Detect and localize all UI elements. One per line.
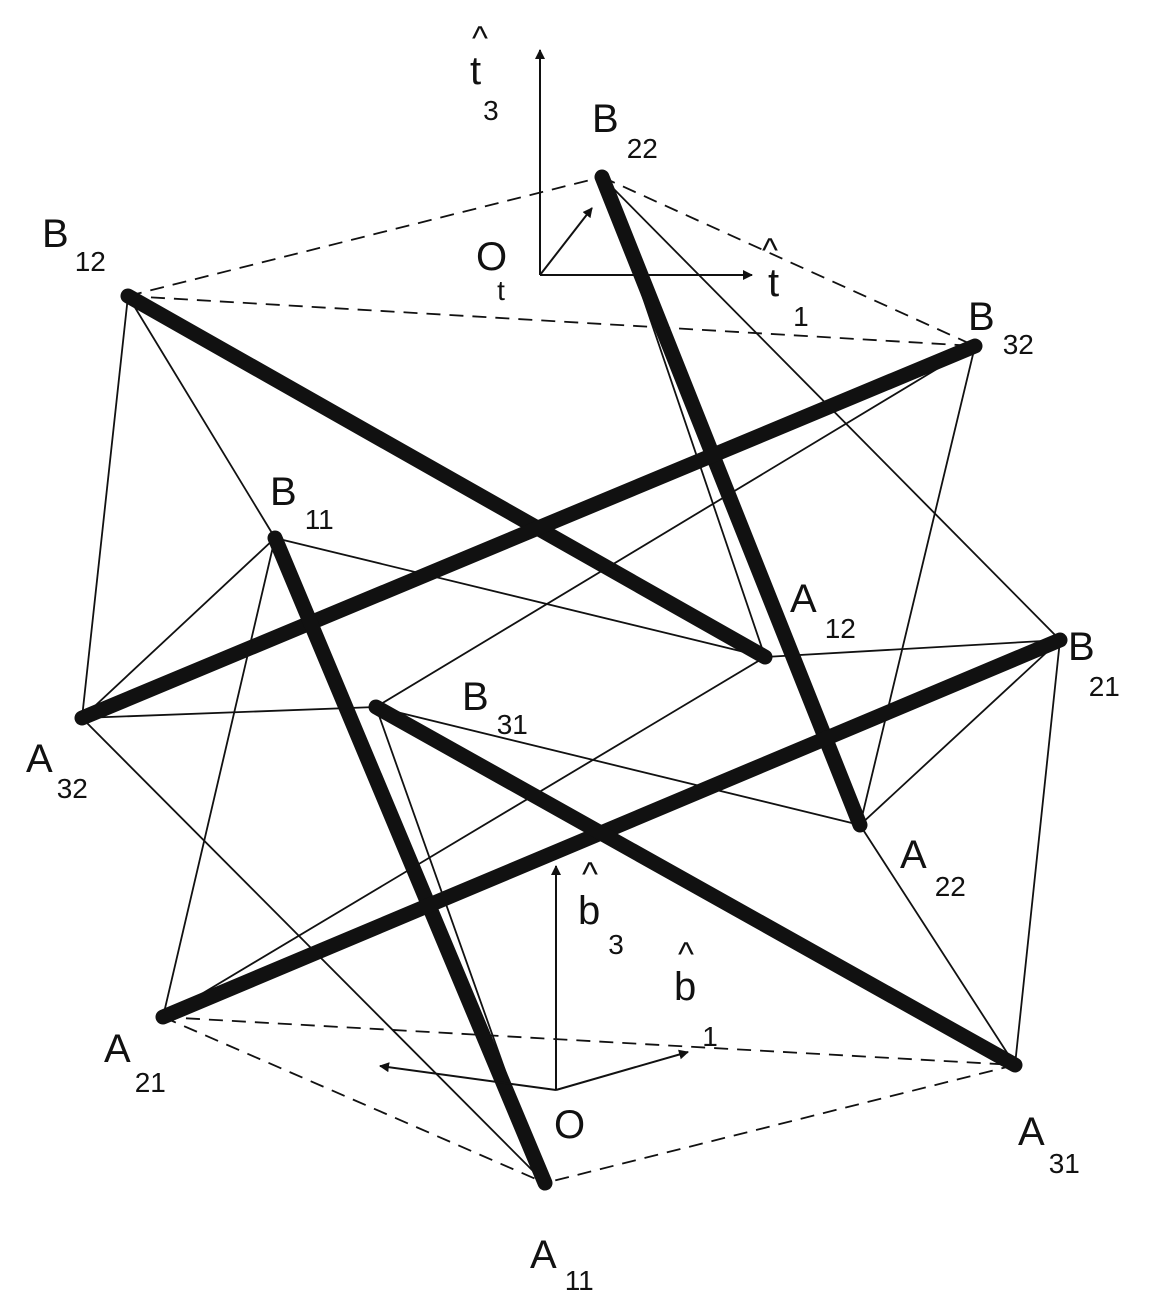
cable-a12-b21 [764,639,1061,658]
node-label-b12: B12 [42,212,106,277]
strut-b32-a32 [74,338,983,726]
axis-label-b3-hat: ^ [582,856,598,894]
node-label-a31: A31 [1018,1110,1080,1179]
strut-b31-a31 [368,699,1023,1073]
frame-axes [379,49,753,1091]
axis-label-t1-hat: ^ [762,232,778,270]
axis-label-b3: b3 [578,889,624,960]
dashed-edge-b12-b32 [127,295,976,347]
cable-b11-a21 [162,537,276,1018]
strut-b21-a21 [155,632,1068,1025]
axis-label-t1: t1 [768,261,809,332]
cable-b31-a22 [375,706,861,826]
cable-b12-a32 [81,295,129,719]
cable-a22-a31 [859,824,1016,1066]
node-label-a11: A11 [530,1233,594,1296]
axis-label-t3: t3 [470,49,499,126]
node-label-a21: A21 [104,1027,166,1098]
node-label-a12: A12 [790,577,856,644]
cable-a32-b31 [81,706,377,719]
dashed-edges [127,176,1016,1184]
strut-b12-a12 [120,288,773,665]
axis-label-b1-hat: ^ [678,936,694,974]
cable-b32-a22 [859,345,976,826]
cable-b32-b31 [375,345,976,708]
struts [74,169,1068,1191]
axis-label-t3-hat: ^ [472,20,488,58]
cable-b11-a12 [274,537,766,658]
node-label-a32: A32 [26,737,88,804]
cable-b11-a32 [81,537,276,719]
axis-t2-arrow [539,207,593,276]
dashed-edge-a21-a11 [162,1016,546,1184]
dashed-edge-b12-b22 [127,176,603,297]
node-label-b11: B11 [270,470,334,535]
dashed-edge-a31-a11 [544,1064,1016,1184]
axis-b1-arrow [555,1049,689,1091]
origin-bottom-label: O [554,1103,585,1147]
strut-b22-a22 [594,169,868,833]
strut-b11-a11 [267,530,553,1191]
cables [81,176,1061,1184]
dashed-edge-a21-a31 [162,1016,1016,1066]
axis-b2-arrow [379,1062,557,1091]
node-label-a22: A22 [900,833,966,902]
cable-a12-a21 [162,656,766,1018]
cable-b12-b11 [127,295,276,539]
cable-b21-a22 [859,639,1061,826]
node-label-b32: B32 [968,295,1034,360]
axis-labels: ^ t3 ^ t1 ^ b3 ^ b1 [470,20,809,1052]
node-label-b31: B31 [462,675,528,740]
cable-b21-a31 [1014,639,1061,1066]
node-label-b22: B22 [592,97,658,164]
axis-label-b1: b1 [674,965,718,1052]
